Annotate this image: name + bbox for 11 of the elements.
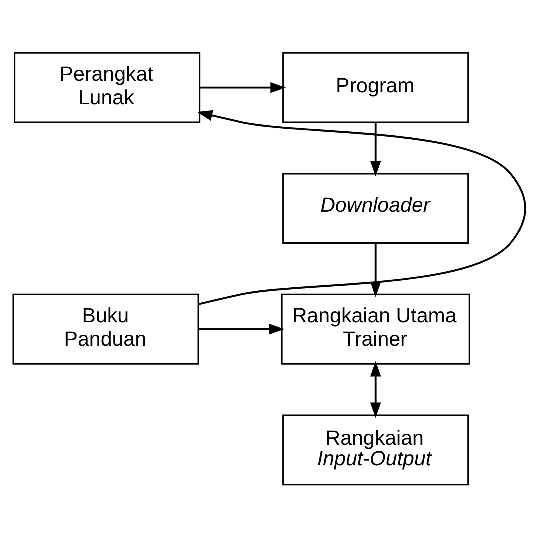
node-box: Perangkat Lunak (14, 52, 201, 124)
arrow (370, 122, 382, 177)
arrow (200, 82, 286, 94)
arrow (197, 110, 526, 306)
node-box: Rangkaian Utama Trainer (281, 294, 470, 365)
node-box: Buku Panduan (12, 294, 200, 365)
node-box: Program (282, 52, 470, 124)
node-box: Rangkaian Input-Output (282, 414, 470, 486)
arrow (198, 324, 285, 335)
arrow (370, 361, 382, 418)
node-box: Downloader (282, 173, 470, 244)
